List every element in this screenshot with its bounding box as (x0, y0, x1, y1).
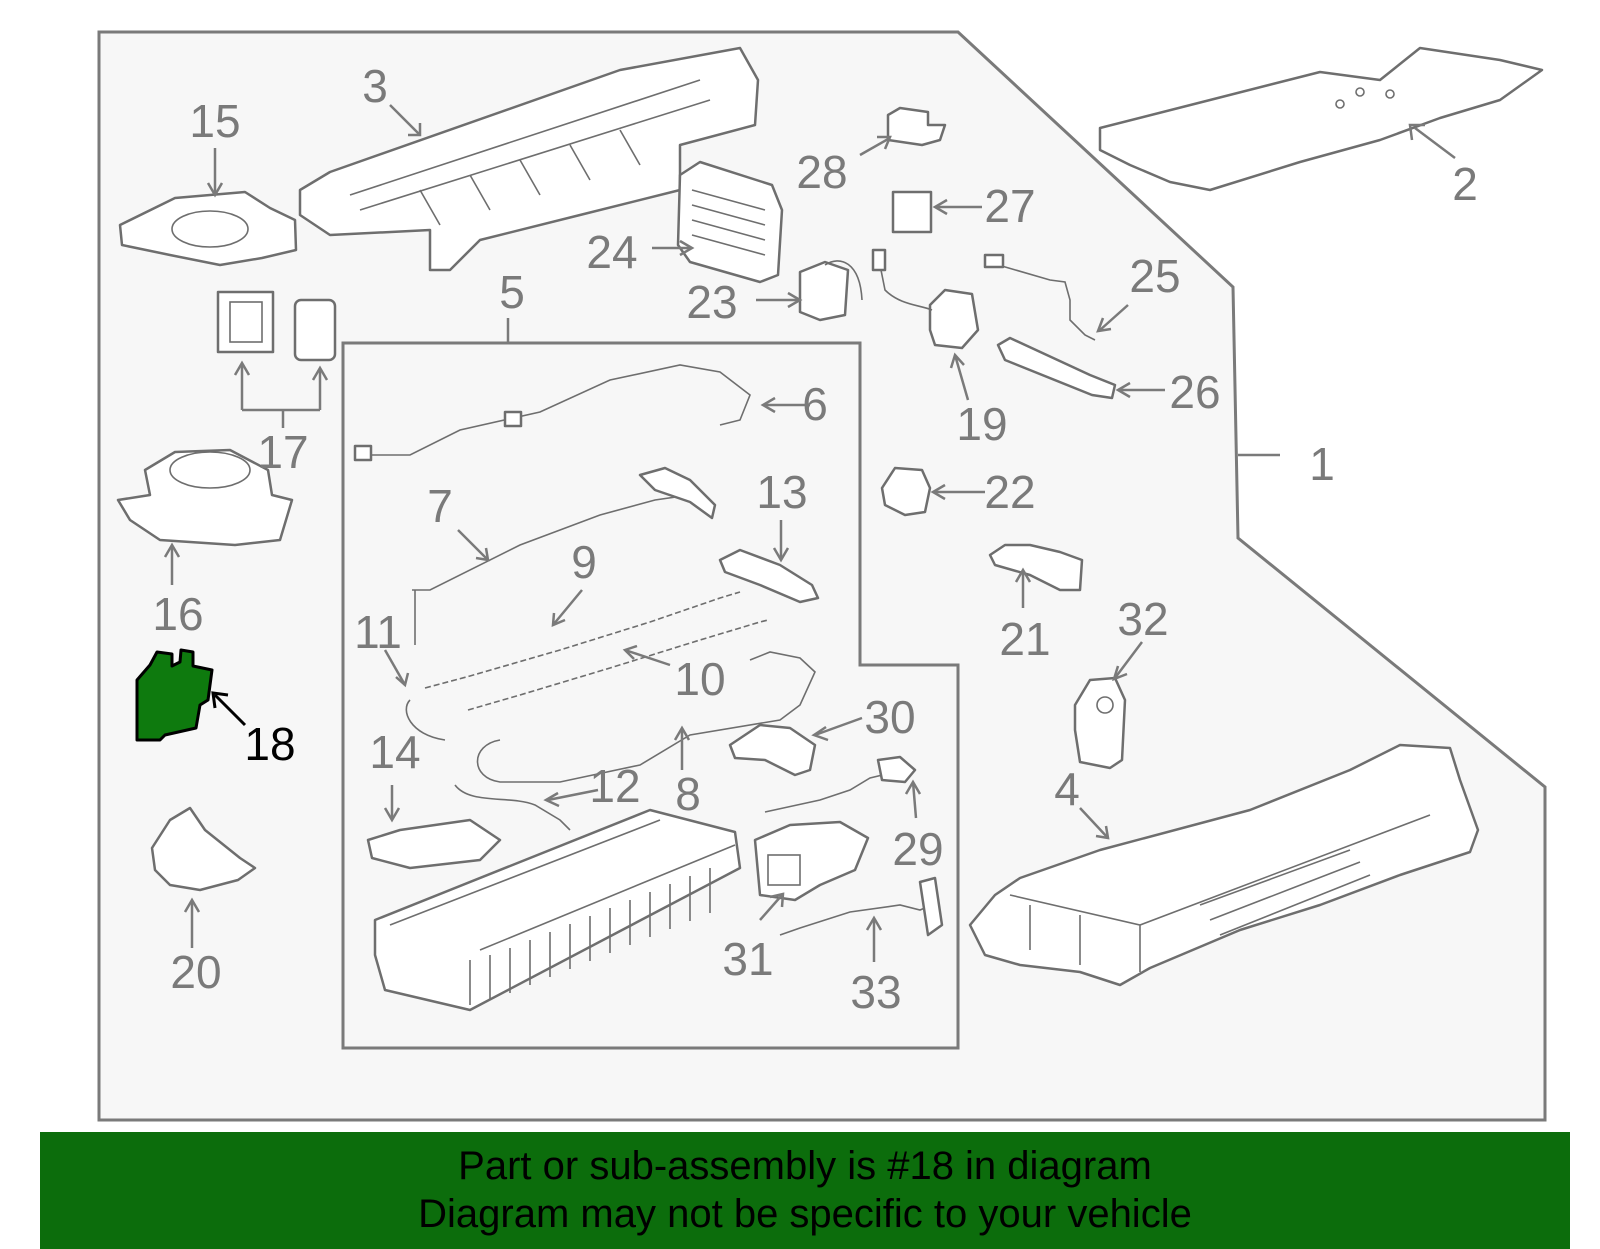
callout-7: 7 (427, 480, 453, 532)
callout-29: 29 (892, 823, 943, 875)
callout-26: 26 (1169, 366, 1220, 418)
part-11-hose (405, 699, 446, 741)
part-23 (798, 260, 863, 322)
callout-13: 13 (756, 466, 807, 518)
callout-24: 24 (586, 226, 637, 278)
callout-5: 5 (499, 266, 525, 318)
part-22 (880, 466, 932, 517)
callout-12: 12 (589, 760, 640, 812)
part-19 (871, 248, 980, 350)
part-32 (1073, 676, 1127, 770)
callout-6: 6 (802, 378, 828, 430)
part-16-blower (116, 448, 294, 547)
callout-31: 31 (722, 933, 773, 985)
battery-module (373, 808, 742, 1012)
part-13-bracket (718, 548, 820, 604)
callout-9: 9 (571, 536, 597, 588)
part-17-pair (216, 290, 337, 362)
banner-line-2: Diagram may not be specific to your vehi… (418, 1192, 1192, 1236)
part-24 (676, 160, 784, 284)
part-28 (886, 106, 947, 147)
part-33 (779, 876, 944, 937)
callout-2: 2 (1452, 158, 1478, 210)
callout-23: 23 (686, 276, 737, 328)
callout-11: 11 (354, 606, 402, 658)
part-4-battery-tray (968, 743, 1480, 987)
part-30 (728, 723, 817, 777)
callout-17: 17 (257, 426, 308, 478)
callout-10: 10 (674, 653, 725, 705)
callout-27: 27 (984, 180, 1035, 232)
callout-15: 15 (189, 95, 240, 147)
callout-21: 21 (999, 613, 1050, 665)
callout-4: 4 (1054, 763, 1080, 815)
banner-line-1: Part or sub-assembly is #18 in diagram (458, 1144, 1152, 1188)
part-14 (366, 818, 502, 870)
part-29 (764, 755, 917, 813)
callout-16: 16 (152, 588, 203, 640)
callout-32: 32 (1117, 593, 1168, 645)
leader-lines (163, 104, 1456, 962)
callout-19: 19 (956, 398, 1007, 450)
info-banner: Part or sub-assembly is #18 in diagram D… (40, 1132, 1570, 1249)
callout-22: 22 (984, 466, 1035, 518)
part-18-highlighted (135, 648, 214, 742)
part-3-battery-cover (298, 46, 760, 272)
callout-18-arrow (211, 691, 247, 727)
part-20 (150, 806, 257, 892)
part-8-cable (476, 651, 816, 783)
callout-30: 30 (864, 691, 915, 743)
callout-14: 14 (369, 726, 420, 778)
part-15 (118, 190, 298, 267)
part-12 (454, 784, 571, 831)
callout-20: 20 (170, 946, 221, 998)
callout-3: 3 (362, 60, 388, 112)
part-2-floor-mat (1098, 46, 1544, 192)
callout-28: 28 (796, 146, 847, 198)
callout-33: 33 (850, 966, 901, 1018)
callout-18: 18 (244, 718, 295, 770)
callout-1: 1 (1309, 438, 1335, 490)
part-21 (988, 543, 1084, 592)
part-7-wire (412, 466, 717, 645)
part-27 (891, 190, 933, 234)
callout-25: 25 (1129, 250, 1180, 302)
part-25 (983, 253, 1096, 341)
part-6-harness (353, 364, 751, 462)
part-26 (996, 336, 1117, 400)
part-10-bus-bar (467, 619, 769, 711)
callout-8: 8 (675, 768, 701, 820)
part-9-bus-bar (424, 591, 741, 689)
